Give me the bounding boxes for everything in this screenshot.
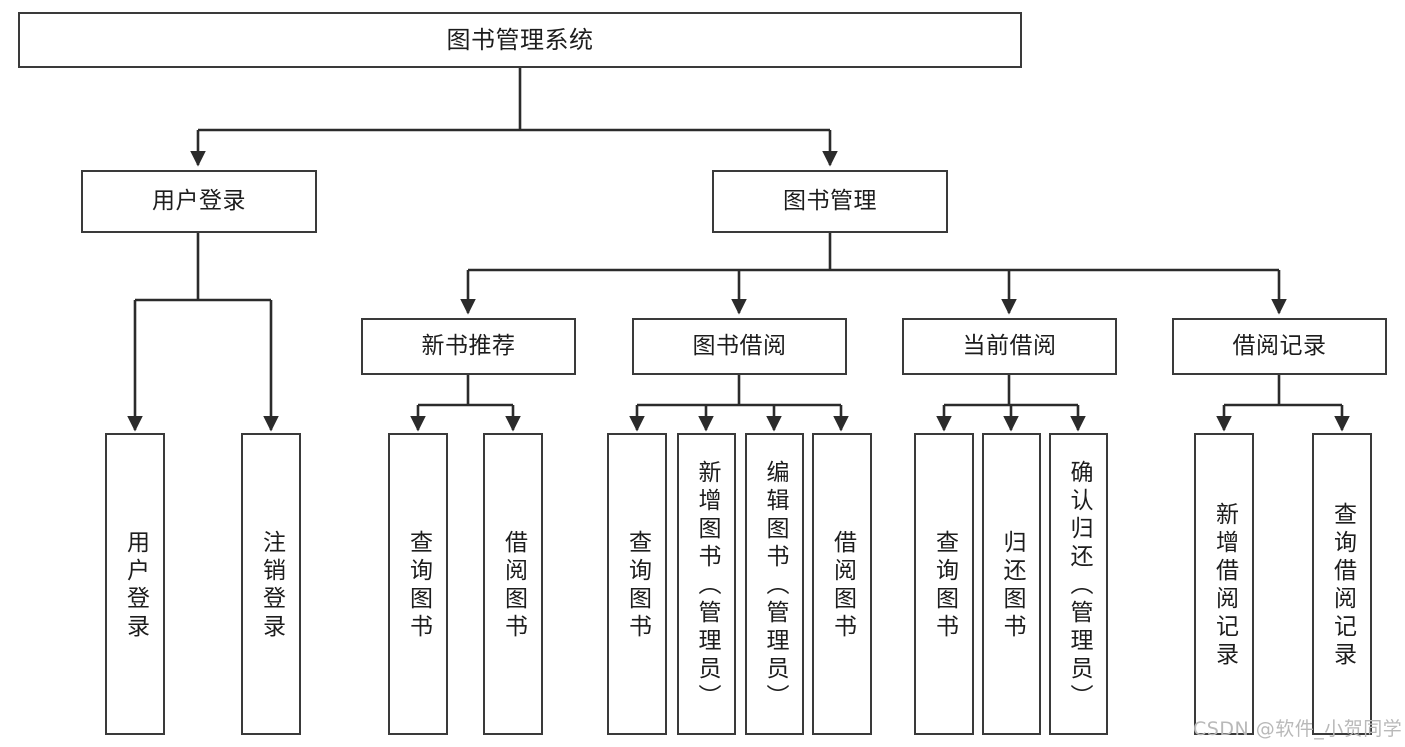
node-leaf-query-book-2[interactable]: 查询图书 xyxy=(607,433,667,735)
node-current-borrow[interactable]: 当前借阅 xyxy=(902,318,1117,375)
node-leaf-add-book[interactable]: 新增图书（管理员） xyxy=(677,433,736,735)
node-borrow-record-label: 借阅记录 xyxy=(1232,332,1327,359)
node-current-borrow-label: 当前借阅 xyxy=(962,332,1057,359)
node-new-book-rec-label: 新书推荐 xyxy=(421,332,516,359)
node-leaf-return-book[interactable]: 归还图书 xyxy=(982,433,1041,735)
node-leaf-confirm-return[interactable]: 确认归还（管理员） xyxy=(1049,433,1108,735)
node-leaf-query-record-label: 查询借阅记录 xyxy=(1329,502,1356,670)
node-leaf-return-book-label: 归还图书 xyxy=(999,530,1025,642)
node-root[interactable]: 图书管理系统 xyxy=(18,12,1022,68)
node-user-login[interactable]: 用户登录 xyxy=(81,170,317,233)
node-leaf-add-book-label: 新增图书（管理员） xyxy=(694,460,720,712)
node-leaf-borrow-book-2-label: 借阅图书 xyxy=(829,530,856,642)
node-leaf-query-book-1[interactable]: 查询图书 xyxy=(388,433,448,735)
node-leaf-query-book-2-label: 查询图书 xyxy=(624,530,651,642)
node-leaf-query-book-3[interactable]: 查询图书 xyxy=(914,433,974,735)
node-leaf-logout-login-label: 注销登录 xyxy=(258,530,285,642)
node-root-label: 图书管理系统 xyxy=(446,25,594,54)
node-leaf-query-book-1-label: 查询图书 xyxy=(405,530,432,642)
node-leaf-add-record[interactable]: 新增借阅记录 xyxy=(1194,433,1254,735)
node-leaf-user-login-label: 用户登录 xyxy=(122,530,149,642)
node-leaf-user-login[interactable]: 用户登录 xyxy=(105,433,165,735)
node-leaf-borrow-book-1[interactable]: 借阅图书 xyxy=(483,433,543,735)
node-leaf-query-record[interactable]: 查询借阅记录 xyxy=(1312,433,1372,735)
node-new-book-rec[interactable]: 新书推荐 xyxy=(361,318,576,375)
node-leaf-borrow-book-2[interactable]: 借阅图书 xyxy=(812,433,872,735)
node-book-borrow[interactable]: 图书借阅 xyxy=(632,318,847,375)
node-leaf-edit-book[interactable]: 编辑图书（管理员） xyxy=(745,433,804,735)
node-leaf-query-book-3-label: 查询图书 xyxy=(931,530,958,642)
node-borrow-record[interactable]: 借阅记录 xyxy=(1172,318,1387,375)
node-leaf-confirm-return-label: 确认归还（管理员） xyxy=(1066,460,1092,712)
node-user-login-label: 用户登录 xyxy=(152,187,246,214)
node-leaf-logout-login[interactable]: 注销登录 xyxy=(241,433,301,735)
node-book-manage-label: 图书管理 xyxy=(783,187,877,214)
node-book-manage[interactable]: 图书管理 xyxy=(712,170,948,233)
watermark: CSDN @软件_小贺同学 xyxy=(1193,718,1403,740)
node-book-borrow-label: 图书借阅 xyxy=(692,332,787,359)
node-leaf-borrow-book-1-label: 借阅图书 xyxy=(500,530,527,642)
node-leaf-edit-book-label: 编辑图书（管理员） xyxy=(762,460,788,712)
node-leaf-add-record-label: 新增借阅记录 xyxy=(1211,502,1238,670)
